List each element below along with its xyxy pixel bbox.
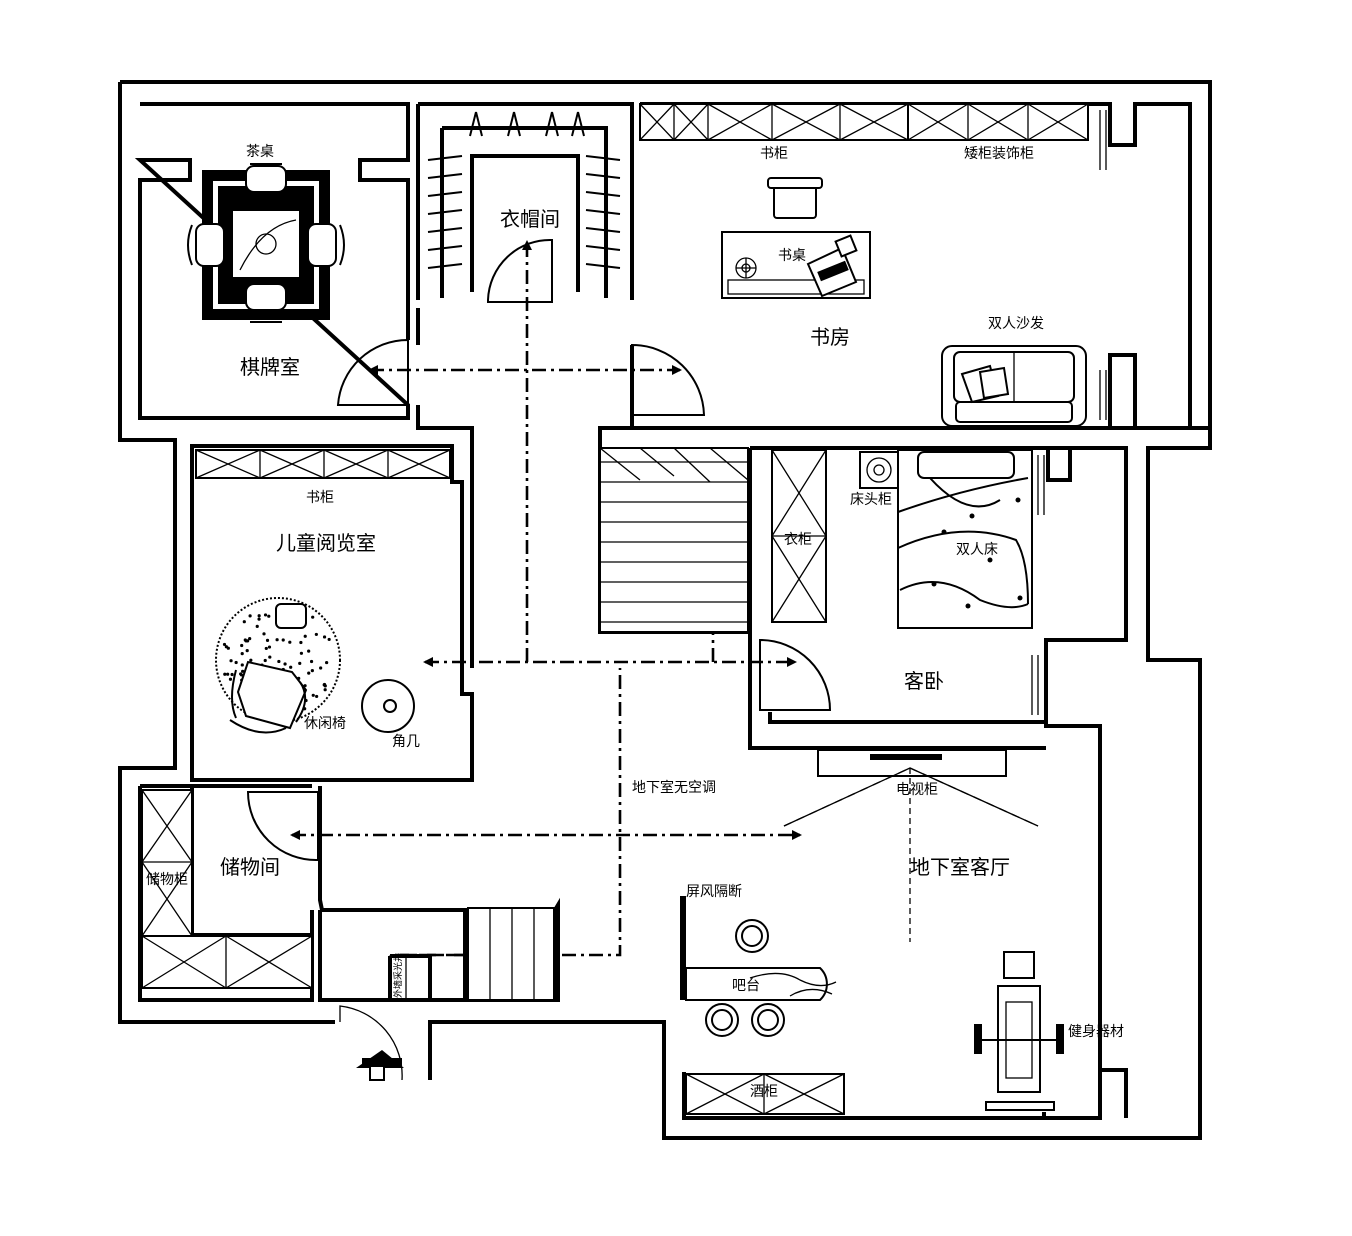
- label-guest-bedroom: 客卧: [904, 669, 944, 693]
- room-labels: 棋牌室 衣帽间 书房 儿童阅览室 客卧 储物间 地下室客厅: [220, 207, 1010, 879]
- label-basement-living: 地下室客厅: [910, 855, 1010, 879]
- label-bookcase-study: 书柜: [760, 146, 788, 162]
- label-chess-room: 棋牌室: [240, 355, 300, 379]
- label-screen-partition: 屏风隔断: [686, 884, 742, 900]
- label-side-table: 角几: [392, 734, 420, 750]
- label-lounge-chair: 休闲椅: [304, 716, 346, 732]
- storage-cabinet: [141, 789, 313, 989]
- label-storage-cabinet: 储物柜: [146, 872, 188, 888]
- furniture-labels: 茶桌 书柜 矮柜装饰柜 书桌 双人沙发 书柜 衣柜 床头柜 双人床 休闲椅 角几…: [146, 144, 1124, 1100]
- label-tv-cabinet: 电视柜: [896, 782, 938, 798]
- round-rug-with-chair: [215, 597, 341, 734]
- chess-table-set: [187, 163, 345, 323]
- stairs-main: [599, 447, 749, 633]
- label-double-bed: 双人床: [956, 542, 998, 558]
- label-kids-reading: 儿童阅览室: [276, 531, 376, 555]
- label-storage: 储物间: [220, 855, 280, 879]
- stairs-lower: [467, 907, 555, 1001]
- tv-cabinet: [783, 749, 1039, 942]
- bar-counter: [685, 919, 837, 1037]
- label-low-cabinet: 矮柜装饰柜: [964, 146, 1034, 162]
- doors: [246, 238, 832, 1081]
- loveseat: [941, 345, 1087, 427]
- nightstand: [859, 451, 899, 489]
- label-wine-cabinet: 酒柜: [750, 1084, 778, 1100]
- vent-marker: [389, 955, 407, 1001]
- side-table: [361, 679, 415, 733]
- label-entrance-side: 外墙采光井: [392, 953, 404, 998]
- wardrobe-cabinet: [771, 449, 827, 623]
- label-loveseat: 双人沙发: [988, 316, 1044, 332]
- label-tea-table: 茶桌: [246, 144, 274, 160]
- label-no-ac: 地下室无空调: [632, 779, 716, 796]
- label-desk: 书桌: [778, 248, 806, 264]
- label-fitness-equipment: 健身器材: [1068, 1024, 1124, 1040]
- label-bookcase-kids: 书柜: [306, 490, 334, 506]
- window-marks: [1031, 110, 1107, 715]
- double-bed: [897, 449, 1033, 629]
- wardrobe-racks: [427, 111, 621, 298]
- study-bookcase: [639, 103, 1089, 141]
- fitness-equipment: [974, 951, 1064, 1111]
- label-cloakroom: 衣帽间: [500, 207, 560, 231]
- kids-bookcase: [195, 449, 451, 479]
- wine-cabinet: [685, 1073, 845, 1115]
- label-bar-counter: 吧台: [732, 978, 760, 994]
- label-nightstand: 床头柜: [850, 492, 892, 508]
- screen-partition: [680, 896, 686, 1000]
- label-wardrobe: 衣柜: [784, 532, 812, 548]
- label-study: 书房: [810, 325, 850, 349]
- study-desk: [721, 177, 871, 299]
